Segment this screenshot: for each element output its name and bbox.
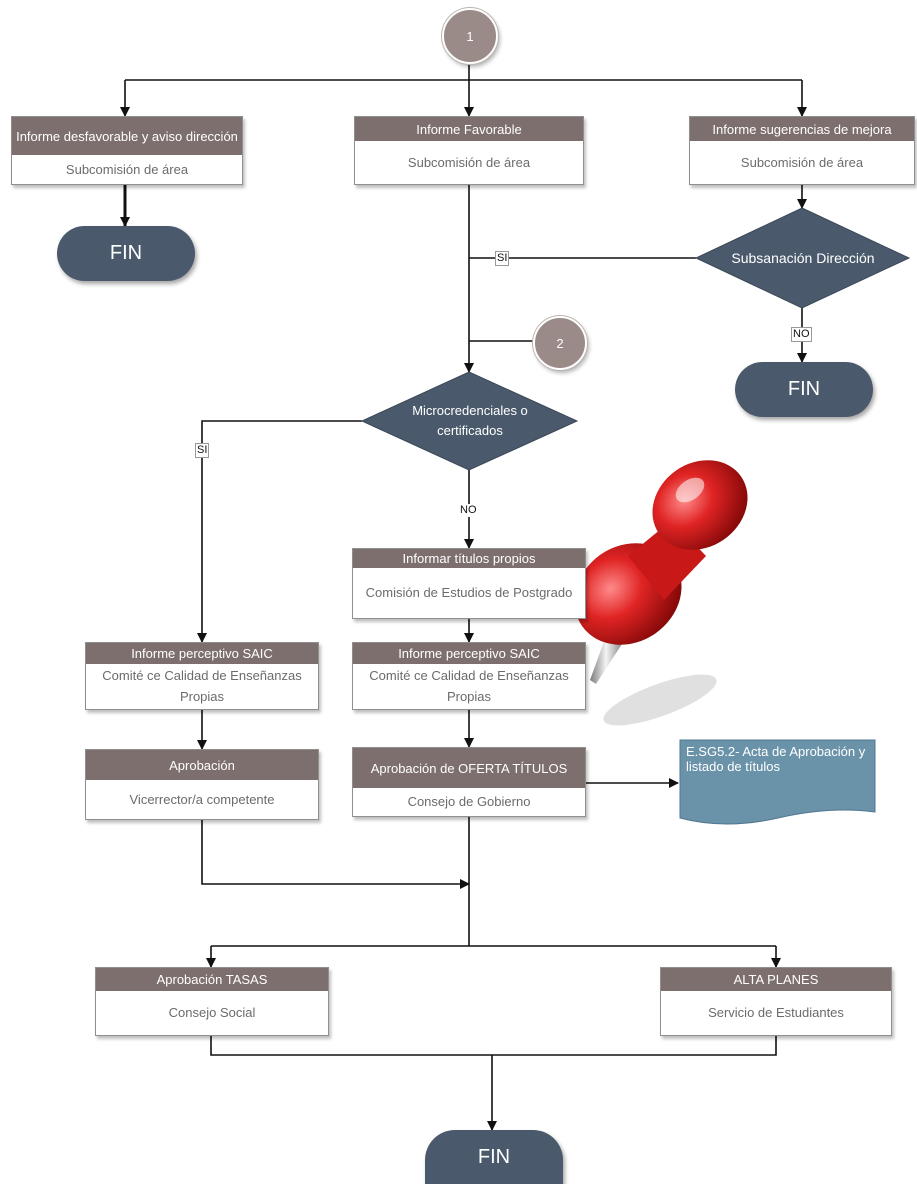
box-header: Aprobación [86, 750, 318, 780]
box-header: Aprobación de OFERTA TÍTULOS [353, 748, 585, 788]
document-text: E.SG5.2- Acta de Aprobación y listado de… [686, 744, 866, 774]
box-informe-saic-left: Informe perceptivo SAIC Comité ce Calida… [85, 642, 319, 710]
edge-tasas-down [210, 1036, 777, 1056]
box-aprobacion-oferta: Aprobación de OFERTA TÍTULOS Consejo de … [352, 747, 586, 817]
connector-1: 1 [442, 8, 498, 64]
box-body: Consejo Social [168, 1005, 256, 1020]
decision-microcredenciales [360, 371, 579, 471]
pushpin-image [574, 460, 748, 726]
label-si-left: SI [195, 443, 210, 458]
box-informe-saic-mid: Informe perceptivo SAIC Comité ce Calida… [352, 642, 586, 710]
box-aprobacion: Aprobación Vicerrector/a competente [85, 749, 319, 820]
box-header: Informar títulos propios [353, 549, 585, 568]
box-informe-sugerencias: Informe sugerencias de mejora Subcomisió… [689, 116, 915, 185]
box-body: Subcomisión de área [407, 154, 531, 170]
box-header: Informe Favorable [355, 117, 583, 141]
box-informe-favorable: Informe Favorable Subcomisión de área [354, 116, 584, 185]
box-aprobacion-tasas: Aprobación TASAS Consejo Social [95, 967, 329, 1036]
box-body: Subcomisión de área [65, 161, 189, 177]
box-header: Informe sugerencias de mejora [690, 117, 914, 141]
box-header: Informe desfavorable y aviso dirección [12, 117, 242, 155]
box-header: Informe perceptivo SAIC [86, 643, 318, 664]
label-no-mid: NO [460, 504, 477, 517]
box-informar-titulos-propios: Informar títulos propios Comisión de Est… [352, 548, 586, 619]
document-shape [679, 739, 876, 825]
box-informe-desfavorable: Informe desfavorable y aviso dirección S… [11, 116, 243, 185]
box-body: Servicio de Estudiantes [708, 1005, 844, 1020]
box-header: Informe perceptivo SAIC [353, 643, 585, 664]
decision-micro-label: Microcredenciales o certificados [412, 403, 528, 438]
terminal-fin-2: FIN [735, 362, 873, 417]
pin-needle [590, 636, 622, 684]
connector-2: 2 [533, 316, 587, 370]
pin-shadow [603, 674, 717, 726]
edge-aprob-merge [201, 820, 470, 889]
pin-highlight [675, 477, 705, 503]
box-body: Consejo de Gobierno [407, 794, 531, 809]
decision-subsanacion-label: Subsanación Dirección [731, 250, 875, 266]
terminal-fin-1: FIN [57, 226, 195, 281]
box-body: Vicerrector/a competente [129, 791, 275, 807]
terminal-fin-3: FIN [425, 1130, 563, 1184]
label-no-right: NO [791, 327, 812, 342]
decision-subsanacion [694, 207, 911, 309]
label-si-top: SI [495, 251, 510, 266]
box-body: Comité ce Calidad de Enseñanzas Propias [369, 668, 569, 704]
pin-top [652, 460, 748, 550]
edge-micro-si [197, 420, 362, 643]
box-body: Comisión de Estudios de Postgrado [365, 585, 573, 600]
box-header: ALTA PLANES [661, 968, 891, 991]
box-body: Subcomisión de área [740, 154, 864, 170]
box-alta-planes: ALTA PLANES Servicio de Estudiantes [660, 967, 892, 1036]
box-header: Aprobación TASAS [96, 968, 328, 991]
box-body: Comité ce Calidad de Enseñanzas Propias [102, 668, 302, 704]
